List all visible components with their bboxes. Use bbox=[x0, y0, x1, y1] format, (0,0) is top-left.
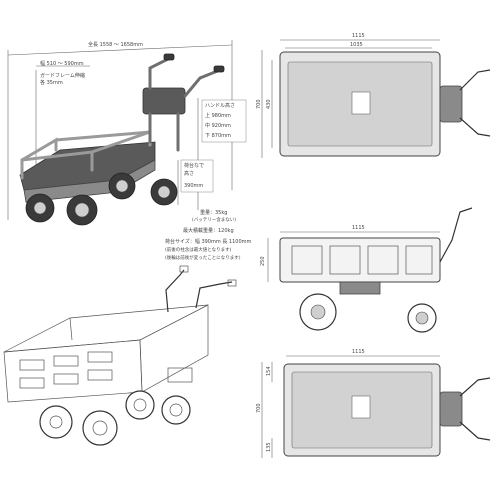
drawing-handle-left bbox=[165, 269, 185, 313]
box-slot-3 bbox=[87, 351, 113, 363]
cart-rail-right bbox=[54, 130, 152, 147]
guard-step-label: 各 35mm bbox=[40, 79, 63, 86]
bottom-length: 1115 bbox=[352, 349, 365, 355]
spec-note-line3: (後輪は前後が変ったことになります) bbox=[165, 254, 241, 261]
top-logo-plate bbox=[351, 91, 371, 115]
drawing-wheel-1 bbox=[39, 405, 73, 439]
bottom-handle-lower bbox=[459, 421, 491, 441]
cart-grip-right bbox=[213, 65, 225, 73]
drawing-hub-1 bbox=[49, 415, 63, 429]
side-hub-rear bbox=[310, 304, 326, 320]
box-front-panel bbox=[139, 304, 209, 393]
drawing-wheel-4 bbox=[161, 395, 191, 425]
cart-hub-rear-left bbox=[33, 201, 47, 215]
side-handle bbox=[439, 207, 473, 263]
total-length-label: 全長 1558 〜 1658mm bbox=[88, 41, 143, 48]
drawing-hub-4 bbox=[169, 403, 183, 417]
max-load-label: 最大積載重量：120kg bbox=[183, 227, 234, 234]
cart-line-drawing bbox=[3, 265, 237, 446]
bottom-logo-plate bbox=[351, 395, 371, 419]
cart-hub-rear-right bbox=[115, 179, 129, 193]
side-length: 1115 bbox=[352, 225, 365, 231]
side-panel-1 bbox=[291, 245, 323, 275]
box-slot-6 bbox=[87, 369, 113, 381]
cart-rail-rear bbox=[20, 137, 58, 180]
top-side-outer: 700 bbox=[256, 99, 262, 109]
spec-note-line2: (前後の柱含は最大値となります) bbox=[165, 246, 232, 253]
top-inner-length: 1035 bbox=[350, 42, 363, 48]
weight-label: 重量：35kg bbox=[200, 209, 227, 216]
box-top-rim bbox=[3, 304, 209, 353]
deck-height-box bbox=[180, 159, 214, 193]
side-hub-front bbox=[415, 311, 429, 325]
side-view: 1115 250 bbox=[260, 207, 473, 333]
deck-height-value: 390mm bbox=[184, 183, 203, 189]
spec-note: 荷台サイズ：幅 390mm 長 1100mm (前後の柱含は最大値となります) … bbox=[165, 238, 251, 261]
handle-high: 上 980mm bbox=[205, 112, 231, 119]
bottom-side-bottom: 135 bbox=[266, 442, 272, 452]
battery-note: (バッテリー含まない) bbox=[192, 216, 236, 223]
drawing-grip-left bbox=[179, 265, 189, 273]
cart-photo: 全長 1558 〜 1658mm 幅 510 〜 590mm ガードフレーム伸縮… bbox=[7, 40, 247, 234]
width-label: 幅 510 〜 590mm bbox=[40, 60, 84, 67]
drawing-handle-right bbox=[195, 281, 233, 309]
cart-handle-left bbox=[148, 56, 172, 90]
box-slot-5 bbox=[53, 373, 79, 385]
deck-height-sub: 高さ bbox=[184, 170, 194, 177]
side-panel-3 bbox=[367, 245, 399, 275]
bottom-motor bbox=[439, 391, 463, 427]
top-handle-upper bbox=[459, 69, 491, 91]
drawing-motor-box bbox=[167, 367, 193, 383]
drawing-hub-2 bbox=[92, 420, 108, 436]
side-battery bbox=[339, 281, 381, 295]
side-height: 250 bbox=[260, 256, 266, 266]
guard-frame-label: ガードフレーム伸縮 bbox=[40, 72, 85, 79]
box-slot-4 bbox=[19, 377, 45, 389]
handle-low: 下 870mm bbox=[205, 133, 231, 139]
top-view: 1115 1035 700 430 bbox=[256, 33, 491, 158]
total-length-line bbox=[7, 44, 233, 56]
side-panel-2 bbox=[329, 245, 361, 275]
drawing-hub-3 bbox=[133, 398, 147, 412]
top-side-inner: 430 bbox=[266, 99, 272, 109]
box-slot-1 bbox=[19, 359, 45, 371]
box-slot-2 bbox=[53, 355, 79, 367]
cart-hub-front bbox=[157, 185, 171, 199]
spec-note-line1: 荷台サイズ：幅 390mm 長 1100mm bbox=[165, 238, 251, 245]
top-motor bbox=[439, 85, 463, 123]
box-side-panel bbox=[3, 339, 143, 403]
bottom-view: 1115 700 154 135 bbox=[256, 349, 491, 458]
cart-rail-front bbox=[90, 130, 152, 154]
bottom-handle-upper bbox=[459, 377, 491, 397]
top-outer-length: 1115 bbox=[352, 33, 365, 39]
drawing-wheel-2 bbox=[82, 410, 118, 446]
bottom-side-total: 700 bbox=[256, 403, 262, 413]
handle-height-box bbox=[201, 99, 247, 143]
cart-backrest bbox=[142, 87, 186, 115]
drawing-wheel-3 bbox=[125, 390, 155, 420]
cart-handle-right bbox=[183, 68, 222, 98]
cart-hub-mid bbox=[74, 202, 90, 218]
side-panel-4 bbox=[405, 245, 433, 275]
bottom-side-top: 154 bbox=[266, 366, 272, 376]
deck-height-title: 荷台なで bbox=[184, 162, 204, 169]
top-handle-lower bbox=[459, 117, 491, 137]
handle-mid: 中 920mm bbox=[205, 122, 231, 129]
handle-height-title: ハンドル高さ bbox=[205, 102, 235, 109]
box-back-edge bbox=[69, 317, 73, 341]
drawing-grip-right bbox=[227, 279, 237, 287]
cart-grip-left bbox=[163, 53, 175, 61]
